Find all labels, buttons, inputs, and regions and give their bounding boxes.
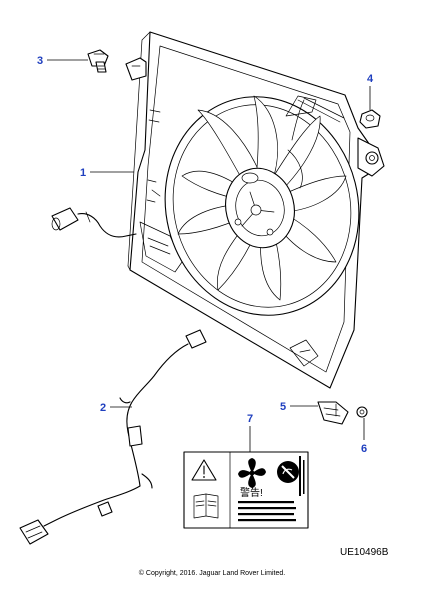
label-part-number-strip [299, 456, 305, 496]
no-hands-icon [277, 461, 299, 483]
wiring-harness [19, 329, 207, 545]
bracket-clip-part [317, 401, 349, 425]
fan-shroud-assembly [125, 31, 385, 389]
warning-label-part: 警告! [183, 451, 309, 529]
callout-4: 4 [367, 73, 374, 110]
nut-part [359, 109, 381, 129]
callout-2: 2 [100, 402, 132, 414]
callout-3: 3 [37, 55, 88, 67]
manual-book-icon [193, 493, 219, 519]
fan-symbol-icon [238, 458, 266, 488]
callout-label-1: 1 [80, 167, 86, 179]
warning-triangle-icon [191, 459, 217, 481]
callout-label-6: 6 [361, 443, 367, 455]
callout-1: 1 [80, 167, 134, 179]
copyright-notice: © Copyright, 2016. Jaguar Land Rover Lim… [139, 569, 285, 577]
callout-6: 6 [361, 418, 367, 455]
callout-label-2: 2 [100, 402, 106, 414]
callout-7: 7 [247, 413, 253, 452]
label-warning-text: 警告! [240, 486, 263, 499]
callout-label-5: 5 [280, 401, 286, 413]
small-nut-part [356, 406, 368, 418]
callout-label-7: 7 [247, 413, 253, 425]
bolt-part [87, 49, 109, 73]
label-text-lines [238, 501, 296, 522]
callout-label-4: 4 [367, 73, 374, 85]
callout-5: 5 [280, 401, 318, 413]
fan-motor-connector [51, 207, 137, 238]
diagram-reference-code: UE10496B [340, 547, 389, 558]
callout-label-3: 3 [37, 55, 43, 67]
